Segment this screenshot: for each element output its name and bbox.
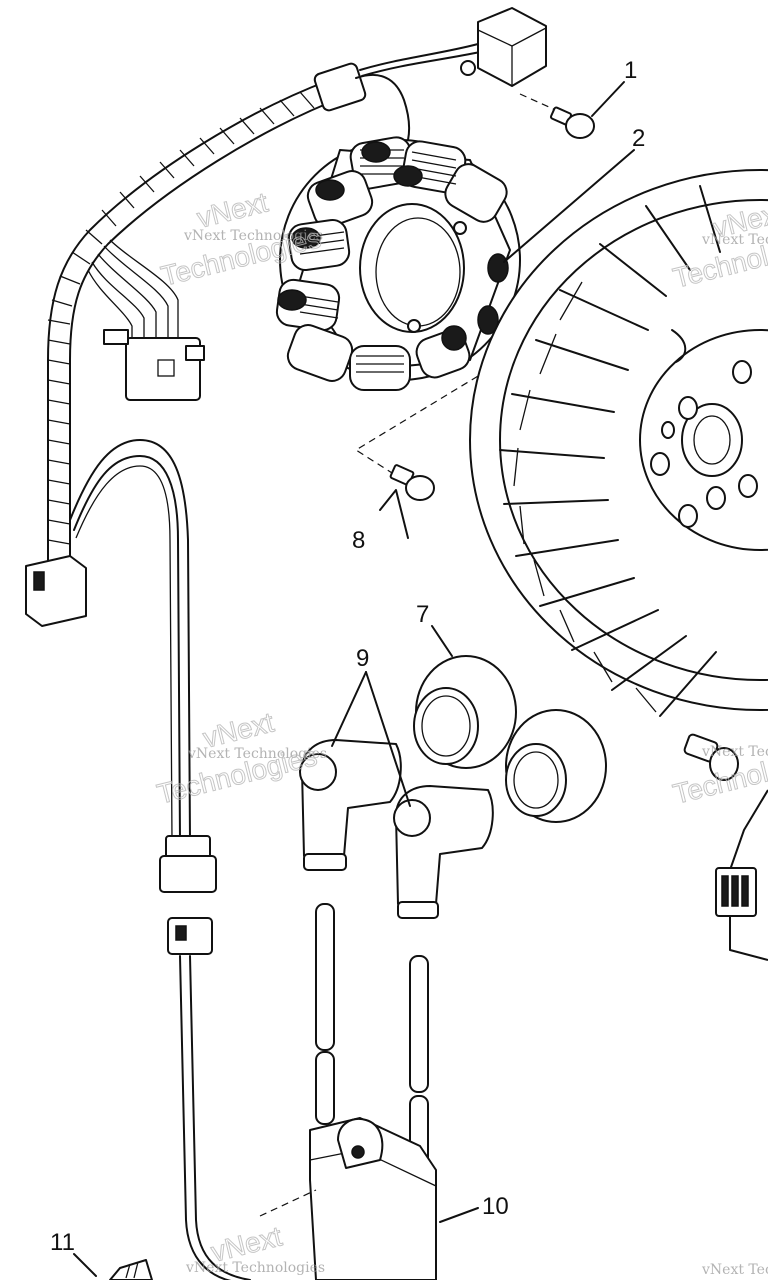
spark-plug-caps-9: [299, 739, 494, 919]
stator-assembly: [275, 136, 521, 391]
callout-9: 9: [356, 645, 369, 672]
watermark-small-4: vNext Technologies: [701, 744, 768, 760]
cover-caps-7: [413, 655, 607, 823]
ignition-coil-10: [259, 903, 437, 1280]
callout-11: 11: [50, 1229, 75, 1256]
screw-1: [549, 106, 595, 139]
watermark-small-1: vNext Technologies: [183, 228, 323, 244]
watermark-small-5: vNext Technologies: [185, 1260, 325, 1276]
assembly-leader-8: [354, 369, 489, 479]
bolt-11: [109, 1259, 153, 1280]
callout-8: 8: [352, 527, 365, 554]
callout-leaders: [73, 81, 635, 1277]
flywheel: [469, 169, 768, 717]
watermark-big-1: vNext: [194, 186, 271, 233]
watermark-small-6: vNext Technologies: [701, 1262, 768, 1278]
watermark-small-3: vNext Technologies: [187, 746, 327, 762]
callout-1: 1: [624, 57, 637, 84]
callout-2: 2: [632, 125, 645, 152]
wiring-harness: [25, 7, 547, 1280]
ignition-module: [683, 733, 768, 961]
callout-10: 10: [482, 1193, 509, 1220]
watermark-small-2: vNext Technologies: [701, 232, 768, 248]
callout-7: 7: [416, 601, 429, 628]
screw-8: [389, 464, 435, 501]
